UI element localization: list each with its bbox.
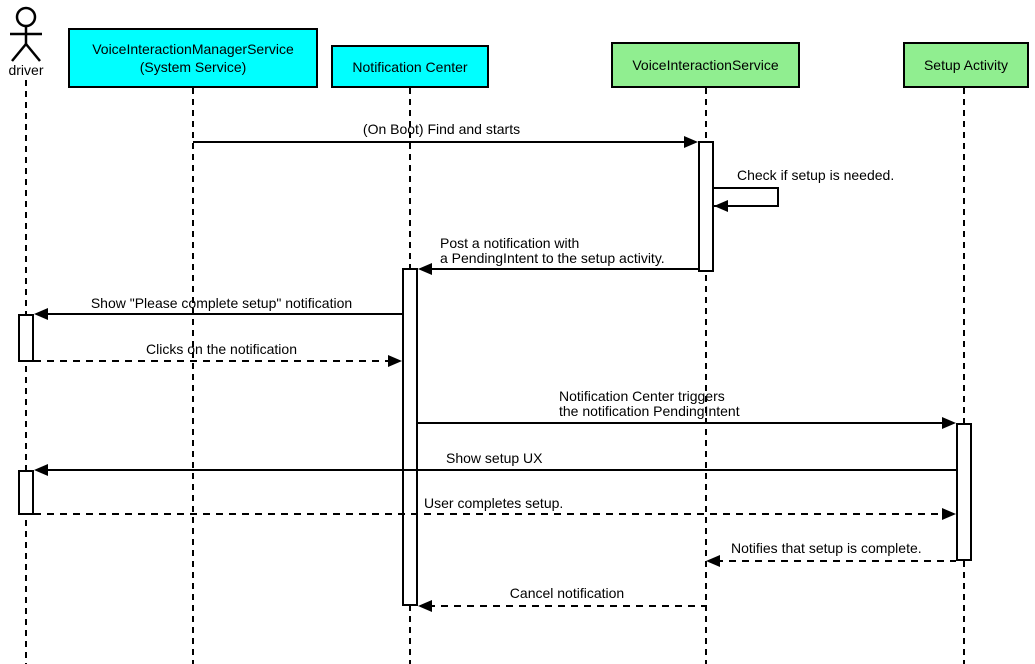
participant-box-voice-interaction-manager-service: VoiceInteractionManagerService (System S… — [68, 28, 318, 88]
message-arrowhead-2-icon — [714, 200, 728, 212]
message-label-notifies-setup-complete: Notifies that setup is complete. — [731, 540, 922, 556]
message-label-check-if-setup-needed: Check if setup is needed. — [737, 167, 895, 183]
message-arrowhead-10-icon — [418, 600, 432, 612]
lifeline-driver — [25, 80, 27, 664]
message-line-8 — [34, 513, 946, 515]
lifeline-setup-activity — [963, 88, 965, 664]
message-line-5 — [34, 360, 390, 362]
message-arrowhead-6-icon — [942, 417, 956, 429]
actor-driver-icon — [10, 6, 42, 62]
participant-box-voice-interaction-service: VoiceInteractionService — [611, 42, 800, 88]
message-line-7 — [44, 469, 956, 471]
message-arrowhead-4-icon — [34, 308, 48, 320]
message-line-6 — [418, 422, 946, 424]
self-message-loop — [714, 187, 779, 207]
activation-bar-setup-activity — [956, 423, 972, 561]
message-label-user-completes-setup: User completes setup. — [424, 495, 564, 511]
message-label-clicks-notification: Clicks on the notification — [146, 341, 297, 357]
message-arrowhead-9-icon — [706, 555, 720, 567]
message-label-cancel-notification: Cancel notification — [509, 585, 625, 601]
message-label-show-setup-notification: Show "Please complete setup" notificatio… — [90, 295, 353, 311]
activation-bar-voice-interaction-service — [698, 141, 714, 272]
message-arrowhead-5-icon — [388, 355, 402, 367]
message-line-3 — [428, 268, 698, 270]
activation-bar-notification-center — [402, 268, 418, 606]
message-line-1 — [193, 141, 687, 143]
message-arrowhead-7-icon — [34, 464, 48, 476]
message-line-4 — [44, 313, 403, 315]
activation-bar-driver-2 — [18, 470, 34, 515]
activation-bar-driver-1 — [18, 314, 34, 362]
participant-label-driver: driver — [8, 62, 44, 78]
message-label-show-setup-ux: Show setup UX — [446, 450, 543, 466]
message-label-on-boot-find-and-starts: (On Boot) Find and starts — [362, 121, 521, 137]
lifeline-voice-interaction-service — [705, 88, 707, 664]
message-line-9 — [716, 560, 956, 562]
message-label-post-notification: Post a notification with a PendingIntent… — [440, 235, 665, 266]
participant-box-setup-activity: Setup Activity — [903, 42, 1029, 88]
participant-box-notification-center: Notification Center — [331, 45, 489, 88]
message-arrowhead-1-icon — [684, 136, 698, 148]
message-label-triggers-pendingintent: Notification Center triggers the notific… — [559, 388, 740, 419]
message-line-10 — [428, 605, 706, 607]
lifeline-voice-interaction-manager-service — [192, 88, 194, 664]
message-arrowhead-8-icon — [942, 508, 956, 520]
message-arrowhead-3-icon — [418, 263, 432, 275]
